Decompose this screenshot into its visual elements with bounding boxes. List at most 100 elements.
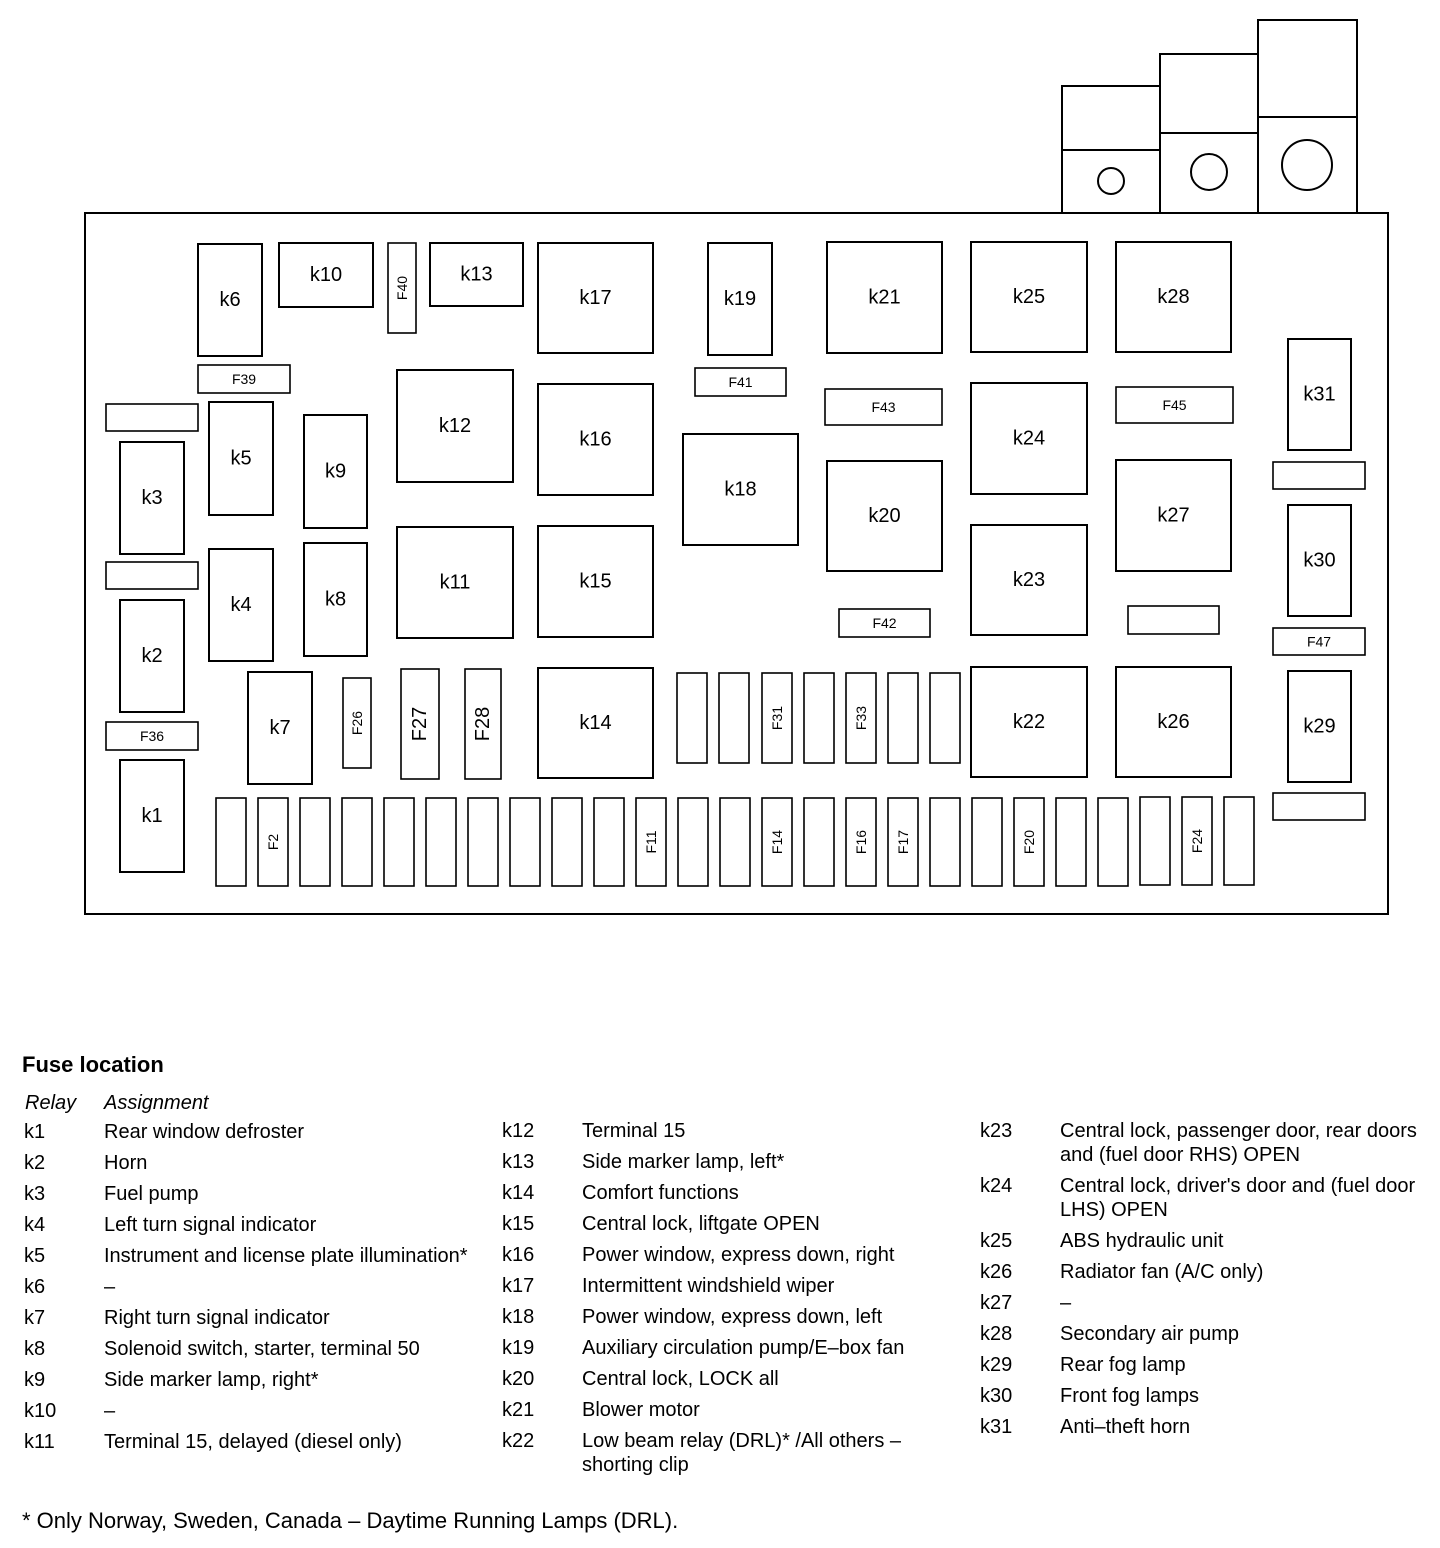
legend-relay-id: k3 — [24, 1183, 46, 1205]
fuse-F31: F31 — [761, 672, 793, 764]
relay-k6: k6 — [197, 243, 263, 357]
relay-label: k19 — [724, 288, 756, 310]
legend-assignment: Side marker lamp, right* — [104, 1369, 319, 1391]
empty-slot-layer — [105, 403, 1366, 887]
relay-k18: k18 — [682, 433, 799, 546]
fuse-label: F47 — [1307, 634, 1331, 650]
legend-relay-id: k28 — [980, 1323, 1013, 1345]
fuse-label: F31 — [769, 706, 785, 730]
legend-row: k27 – — [980, 1291, 1420, 1315]
relay-k2: k2 — [119, 599, 185, 713]
relay-label: k23 — [1013, 569, 1045, 591]
relay-label: k21 — [868, 287, 900, 309]
legend-assignment: Anti–theft horn — [1060, 1416, 1191, 1438]
empty-fuse-slot — [1139, 796, 1171, 886]
relay-label: k2 — [141, 645, 162, 667]
legend-relay-id: k27 — [980, 1292, 1013, 1314]
empty-fuse-slot — [971, 797, 1003, 887]
relay-k3: k3 — [119, 441, 185, 555]
legend-relay-id: k1 — [24, 1121, 46, 1143]
legend-relay-id: k31 — [980, 1416, 1013, 1438]
legend-assignment: Auxiliary circulation pump/E–box fan — [582, 1337, 905, 1359]
fuse-label: F36 — [140, 728, 164, 744]
relay-k30: k30 — [1287, 504, 1352, 617]
fuse-label: F26 — [349, 711, 365, 735]
legend-row: k6– — [24, 1275, 484, 1299]
fuse-label: F16 — [853, 830, 869, 854]
relay-column-header: Relay — [25, 1092, 77, 1114]
empty-fuse-slot — [676, 672, 708, 764]
legend-relay-id: k11 — [24, 1431, 55, 1453]
legend-relay-id: k4 — [24, 1214, 46, 1236]
relay-label: k9 — [325, 461, 346, 483]
legend-relay-id: k10 — [24, 1400, 57, 1422]
legend-relay-id: k9 — [24, 1369, 46, 1391]
relay-k16: k16 — [537, 383, 654, 496]
legend-relay-id: k14 — [502, 1182, 535, 1204]
relay-k23: k23 — [970, 524, 1088, 636]
relay-label: k20 — [868, 505, 900, 527]
legend-relay-id: k21 — [502, 1399, 535, 1421]
fuse-F14: F14 — [761, 797, 793, 887]
empty-fuse-slot — [383, 797, 415, 887]
legend-row: k4 Left turn signal indicator — [24, 1213, 484, 1237]
legend-assignment: Rear window defroster — [104, 1121, 305, 1143]
legend-relay-id: k16 — [502, 1244, 535, 1266]
fuse-label: F43 — [871, 399, 895, 415]
legend-assignment: Secondary air pump — [1060, 1323, 1239, 1345]
relay-label: k1 — [141, 805, 162, 827]
legend-assignment: – — [1060, 1292, 1072, 1314]
legend-relay-id: k12 — [502, 1120, 535, 1142]
relay-label: k13 — [460, 264, 492, 286]
relay-label: k24 — [1013, 428, 1045, 450]
relay-label: k30 — [1303, 550, 1335, 572]
relay-label: k17 — [579, 287, 611, 309]
legend-relay-id: k17 — [502, 1275, 535, 1297]
legend-assignment: Rear fog lamp — [1060, 1354, 1186, 1376]
relay-k19: k19 — [707, 242, 773, 356]
legend-assignment: Right turn signal indicator — [104, 1307, 330, 1329]
legend-relay-id: k2 — [24, 1152, 46, 1174]
fuse-F26: F26 — [342, 677, 372, 769]
fuse-F11: F11 — [635, 797, 667, 887]
legend-assignment: Central lock, LOCK all — [582, 1368, 779, 1390]
fuse-label: F42 — [872, 615, 896, 631]
relay-k22: k22 — [970, 666, 1088, 778]
legend-assignment: Intermittent windshield wiper — [582, 1275, 835, 1297]
legend-assignment: Central lock, liftgate OPEN — [582, 1213, 820, 1235]
relay-k20: k20 — [826, 460, 943, 572]
relay-label: k27 — [1157, 505, 1189, 527]
legend-row: k17 Intermittent windshield wiper — [502, 1274, 962, 1298]
fuse-label: F17 — [895, 830, 911, 854]
legend-assignment: Left turn signal indicator — [104, 1214, 317, 1236]
relay-k24: k24 — [970, 382, 1088, 495]
relay-k27: k27 — [1115, 459, 1232, 572]
fuse-label: F14 — [769, 830, 785, 854]
relay-label: k16 — [579, 429, 611, 451]
empty-fuse-slot — [929, 672, 961, 764]
fuse-F40: F40 — [387, 242, 417, 334]
fuse-label: F33 — [853, 706, 869, 730]
legend-relay-id: k24 — [980, 1175, 1013, 1197]
legend-assignment: Terminal 15 — [582, 1120, 686, 1142]
empty-fuse-slot — [593, 797, 625, 887]
relay-k21: k21 — [826, 241, 943, 354]
legend-assignment: Fuel pump — [104, 1183, 199, 1205]
relay-label: k15 — [579, 571, 611, 593]
empty-fuse-slot — [1272, 792, 1366, 821]
relay-k4: k4 — [208, 548, 274, 662]
legend-assignment: Central lock, driver's door and (fuel do… — [1060, 1175, 1416, 1221]
fuse-F2: F2 — [257, 797, 289, 887]
relay-k1: k1 — [119, 759, 185, 873]
assignment-column-header: Assignment — [104, 1092, 209, 1114]
connector-hole-small — [1097, 167, 1125, 195]
